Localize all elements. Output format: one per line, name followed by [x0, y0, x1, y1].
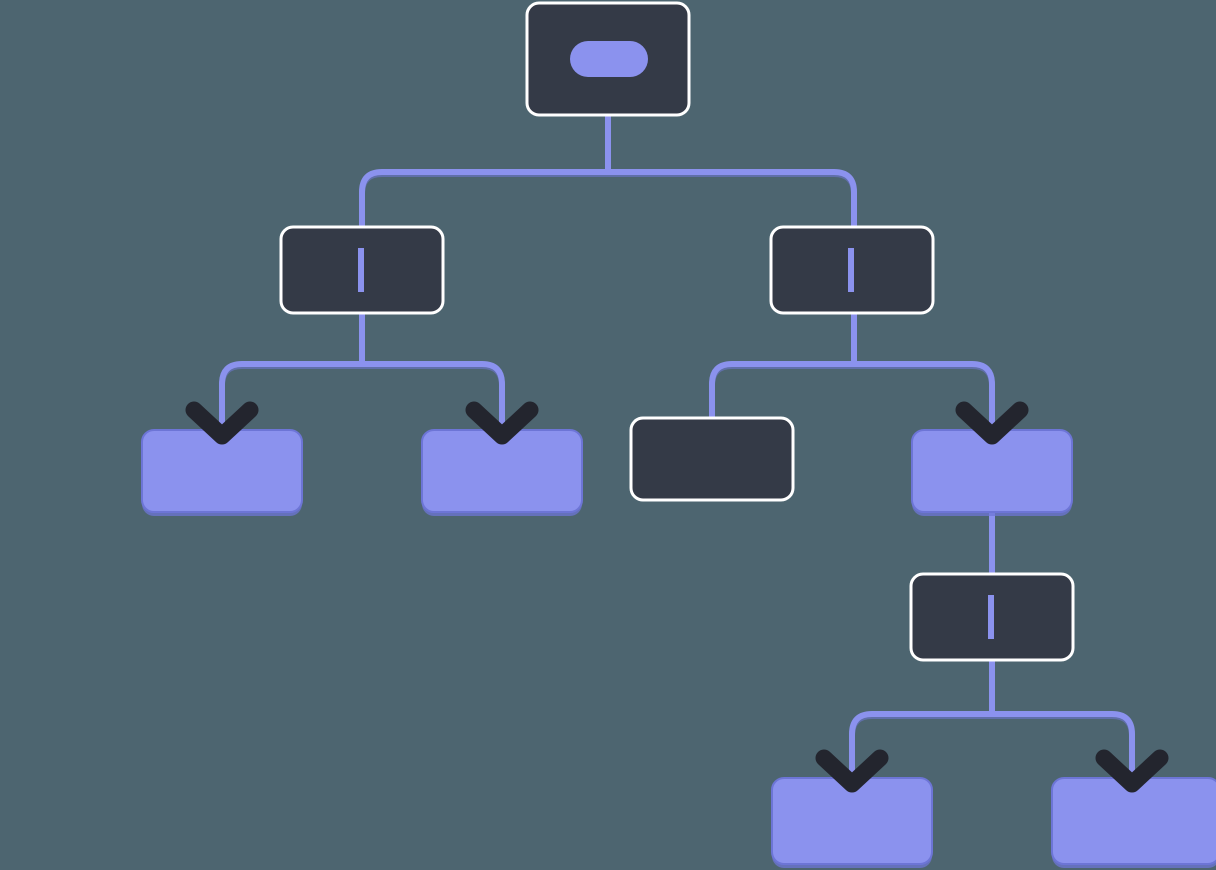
level1-right-node-inner-bar [848, 248, 854, 292]
level4-leaf-b[interactable] [1051, 777, 1216, 868]
level1-left-to-leaves-bus [219, 361, 505, 432]
level2-leaf-b[interactable] [421, 429, 583, 516]
root-to-level1-bus [359, 115, 857, 227]
level1-right-node[interactable] [769, 225, 935, 315]
edges-layer [219, 73, 1135, 782]
level2-empty-node-body[interactable] [629, 416, 795, 502]
arrowhead-level2-leaf-b [465, 401, 539, 445]
level1-left-node[interactable] [279, 225, 445, 315]
level2-leaf-a[interactable] [141, 429, 303, 516]
level2-branch-node[interactable] [911, 429, 1073, 516]
arrowhead-level2-leaf-a [185, 401, 259, 445]
level3-node[interactable] [909, 572, 1075, 662]
level4-leaf-a[interactable] [771, 777, 933, 868]
level1-right-to-children-bus [709, 361, 995, 432]
level3-node-inner-bar [988, 595, 994, 639]
level1-left-node-inner-bar [358, 248, 364, 292]
nodes-layer [141, 1, 1216, 868]
arrowhead-level4-leaf-a [815, 749, 889, 793]
root-node[interactable] [525, 1, 691, 117]
arrowhead-level4-leaf-b [1095, 749, 1169, 793]
arrowheads-layer [185, 401, 1169, 793]
level2-empty-node[interactable] [629, 416, 795, 502]
arrowhead-level2-branch [955, 401, 1029, 445]
level3-to-leaves-bus [849, 711, 1135, 780]
root-node-inner-pill [570, 41, 648, 77]
